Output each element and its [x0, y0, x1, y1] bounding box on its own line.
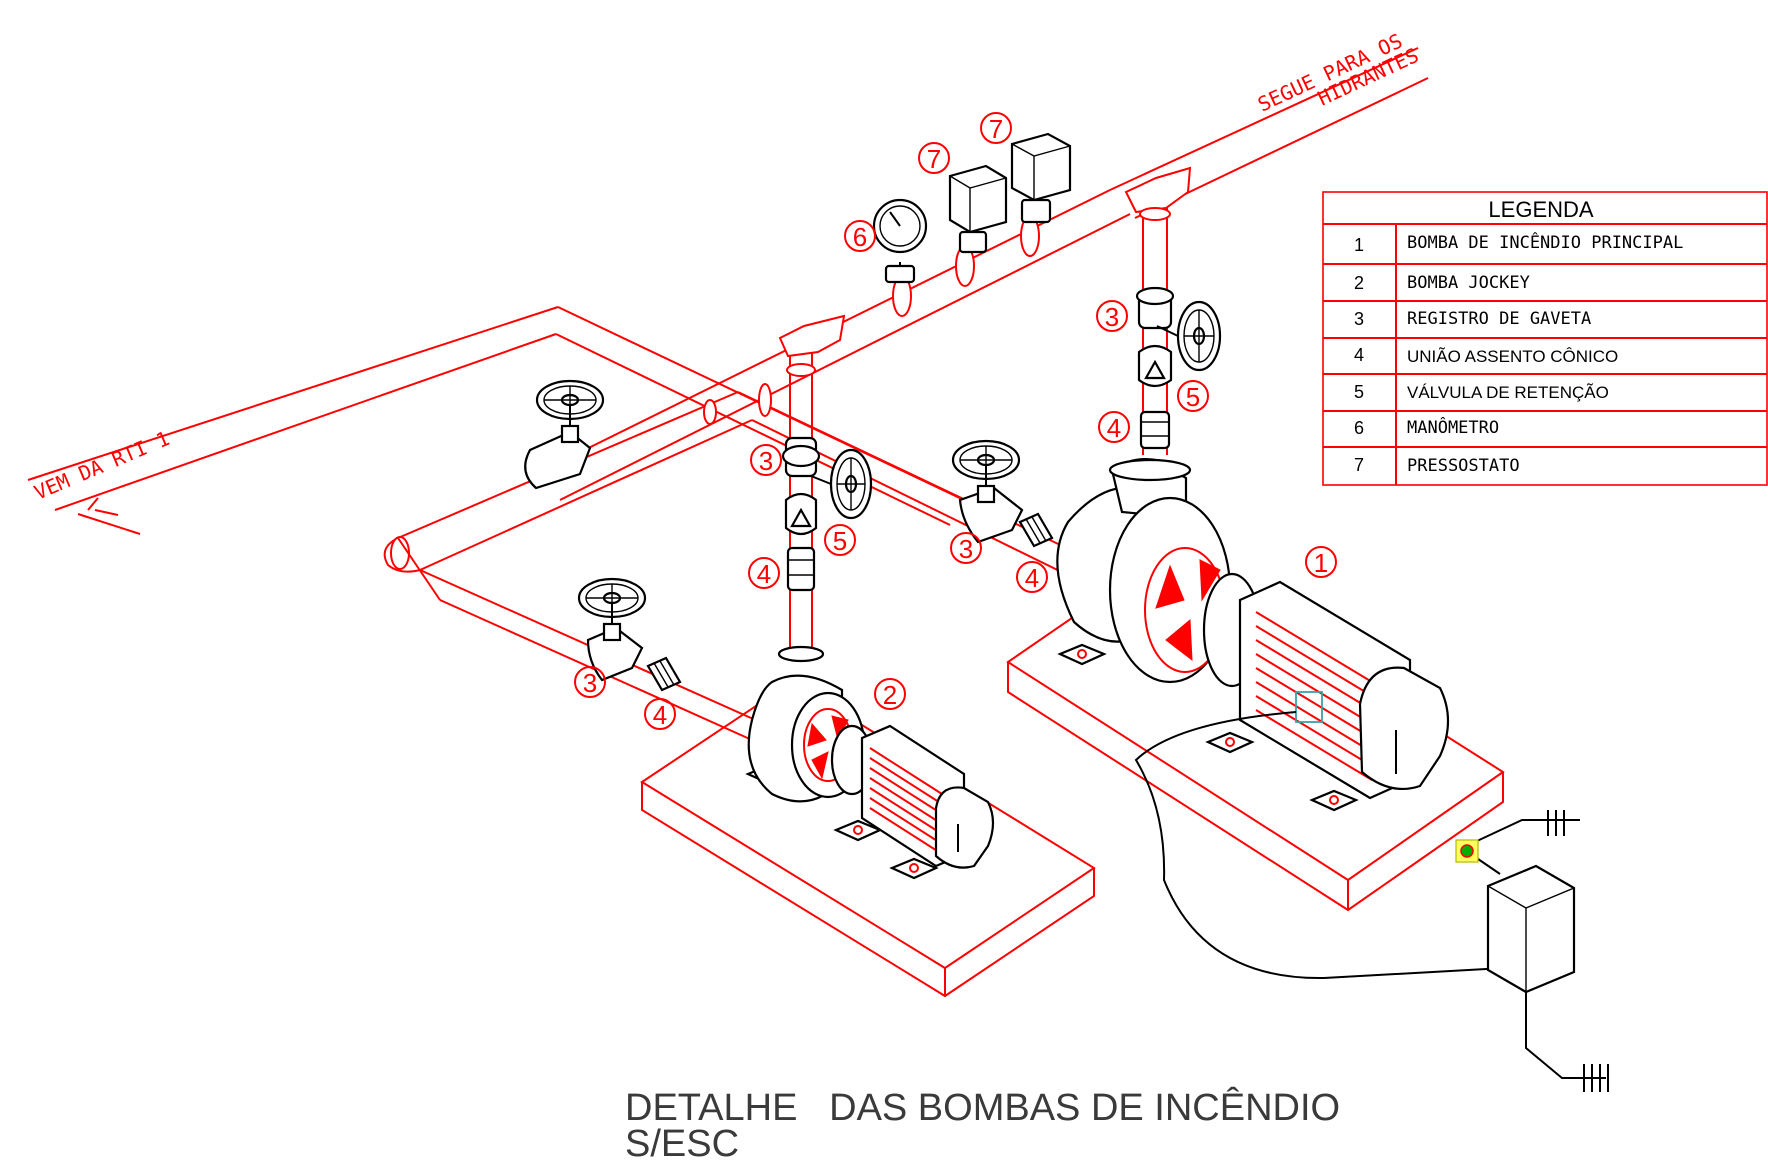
main-fire-pump — [1056, 458, 1450, 812]
callout-5-main: 5 — [1186, 382, 1200, 412]
jockey-riser-fittings — [777, 436, 873, 663]
main-suction-union — [1018, 512, 1054, 548]
callouts: 1 2 3 3 3 3 4 4 4 4 5 5 6 7 7 — [574, 112, 1337, 730]
caption-scale: S/ESC — [625, 1123, 740, 1165]
callout-3-main-suction: 3 — [959, 534, 973, 564]
legend-text-7: PRESSOSTATO — [1407, 456, 1520, 476]
legend-title: LEGENDA — [1488, 197, 1593, 222]
pressure-switch-2 — [1010, 132, 1072, 224]
control-panel — [1134, 711, 1609, 1092]
drawing-caption: DETALHE DAS BOMBAS DE INCÊNDIO S/ESC — [625, 1087, 1341, 1165]
callout-3-jockey-riser: 3 — [759, 446, 773, 476]
legend-text-2: BOMBA JOCKEY — [1407, 273, 1530, 293]
legend-text-3: REGISTRO DE GAVETA — [1407, 309, 1591, 329]
caption-title: DETALHE DAS BOMBAS DE INCÊNDIO — [625, 1087, 1341, 1129]
callout-1: 1 — [1314, 548, 1328, 578]
callout-4-jockey-riser: 4 — [757, 559, 771, 589]
jockey-suction-union — [646, 656, 682, 692]
pressure-switch-1 — [948, 164, 1008, 254]
legend-num-4: 4 — [1354, 345, 1364, 365]
jockey-pump — [746, 674, 995, 880]
legend-num-1: 1 — [1354, 235, 1364, 255]
main-suction-gate-valve — [951, 439, 1024, 544]
callout-2: 2 — [883, 680, 897, 710]
callout-7-a: 7 — [927, 144, 941, 174]
legend-table: LEGENDA 1 BOMBA DE INCÊNDIO PRINCIPAL 2 … — [1322, 191, 1768, 486]
callout-4-main-suction: 4 — [1025, 563, 1039, 593]
jockey-suction-gate-valve — [577, 577, 647, 682]
jockey-pump-base — [640, 680, 1096, 998]
callout-5-jockey: 5 — [833, 526, 847, 556]
callout-3-main-riser: 3 — [1105, 302, 1119, 332]
callout-3-jockey-suction: 3 — [583, 668, 597, 698]
legend-num-2: 2 — [1354, 273, 1364, 293]
pipe-network — [27, 47, 1429, 741]
legend-text-5: VÁLVULA DE RETENÇÃO — [1407, 383, 1609, 402]
callout-6: 6 — [853, 222, 867, 252]
callout-4-main-riser: 4 — [1107, 413, 1121, 443]
legend-text-4: UNIÃO ASSENTO CÔNICO — [1407, 347, 1618, 366]
callout-4-jockey-suction: 4 — [653, 700, 667, 730]
legend-num-3: 3 — [1354, 309, 1364, 329]
pressure-gauge — [872, 198, 928, 284]
main-riser-fittings — [1135, 286, 1222, 450]
callout-7-b: 7 — [989, 114, 1003, 144]
legend-num-5: 5 — [1354, 382, 1364, 402]
legend-num-7: 7 — [1354, 455, 1364, 475]
legend-num-6: 6 — [1354, 418, 1364, 438]
supply-gate-valve — [524, 379, 605, 490]
legend-text-1: BOMBA DE INCÊNDIO PRINCIPAL — [1407, 231, 1683, 253]
legend-text-6: MANÔMETRO — [1407, 416, 1499, 438]
